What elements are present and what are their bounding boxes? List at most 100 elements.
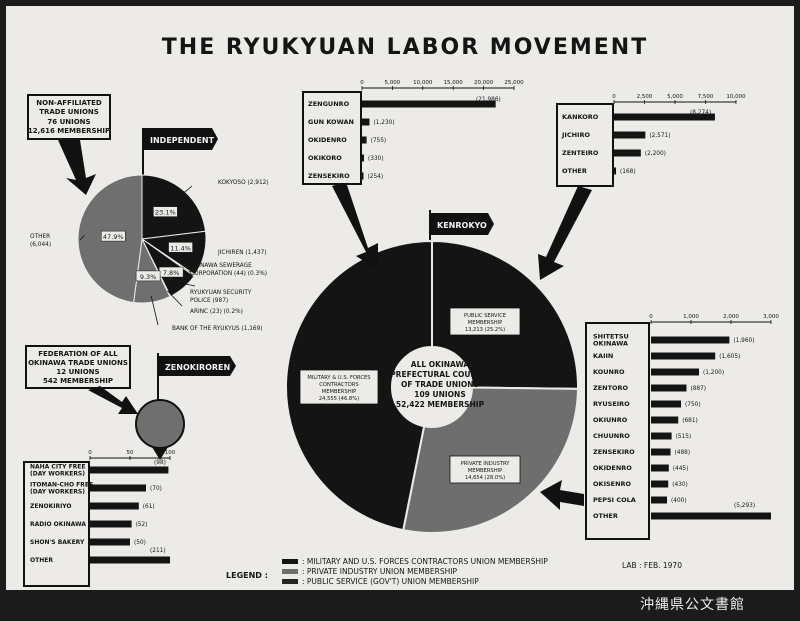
public-bar-bar-zenteiro [614,149,641,157]
military-bar-bar-okidenro [362,136,367,144]
independent-label-kokyoso: KOKYOSO (2,912) [218,180,269,186]
private-bar-category-kounro: KOUNRO [593,368,625,376]
zenokiroren-bar-category-itoman-cho-free-day-workers: (DAY WORKERS) [30,489,85,496]
zenokiroren-bar-value-shon-s-bakery: (50) [134,540,146,546]
kenrokyo-label-public-service-membership-1: MEMBERSHIP [468,320,503,326]
independent-pct-box-bank-of-the-ryukyus [135,270,161,282]
kenrokyo-label-private-industry-membership-1: MEMBERSHIP [468,468,503,474]
independent-callout: NON-AFFILIATED TRADE UNIONS 76 UNIONS 12… [27,94,111,140]
military-bar-value-zensekiro: (254) [368,174,384,180]
private-bar-category-kaiin: KAIIN [593,352,613,360]
independent-label-okinawa-sewerage-corporation: OKINAWA SEWERAGE [190,263,252,269]
private-bar-bar-okiunro [651,416,679,424]
kenrokyo-label-box-private-industry-membership [449,455,521,484]
zenokiroren-bar-value-zenokiriyo: (61) [143,504,155,510]
independent-pct-ryukyuan-security-police: 7.8% [163,269,180,277]
independent-leader-jichiren [197,239,206,253]
military-bar-bar-zensekiro [362,172,364,180]
public-bar-value-jichiro: (2,571) [649,133,670,139]
zenokiroren-bar-bar-naha-city-free-day-workers [90,466,169,474]
public-bar-category-other: OTHER [562,167,587,175]
independent-pct-other: 47.9% [103,233,124,241]
independent-pct-box-kokyoso [153,206,178,217]
zenokiroren-bar-tick-label: 100 [165,450,176,456]
kenrokyo-value-military-u-s-forces-contractors-membership: 24,555 (46.8%) [319,396,359,402]
private-bar-bar-zensekiro [651,448,671,456]
private-bar-bar-chuunro [651,432,672,440]
zenokiroren-bar-bar-shon-s-bakery [90,538,130,546]
independent-leader-kokyoso [179,185,193,197]
private-bar-bar-shitetsu-okinawa [651,336,730,344]
private-arrow [540,480,584,510]
public-bar-value-kankoro: (8,274) [690,110,711,116]
private-bar-value-chuunro: (515) [676,434,692,440]
independent-callout-line-4: 12,616 MEMBERSHIP [28,127,110,135]
independent-flag: INDEPENDENT [142,128,218,176]
legend-swatch-public [282,579,298,584]
independent-callout-line-2: TRADE UNIONS [39,108,99,116]
zenokiroren-callout-line-2: OKINAWA TRADE UNIONS [28,359,128,367]
private-bar-bar-kaiin [651,352,716,360]
private-bar-category-okiunro: OKIUNRO [593,416,628,424]
military-bar-value-gun-kowan: (1,230) [373,120,394,126]
zenokiroren-callout-line-1: FEDERATION OF ALL [38,350,118,358]
military-bar-tick-label: 25,000 [504,80,524,86]
kenrokyo-value-private-industry-membership: 14,654 (28.0%) [465,475,505,481]
private-bar-value-shitetsu-okinawa: (1,960) [733,338,754,344]
legend-label-private: : PRIVATE INDUSTRY UNION MEMBERSHIP [302,567,457,576]
kenrokyo-center-text: ALL OKINAWA PREFECTURAL COUNCIL OF TRADE… [390,360,490,409]
independent-leader-bank-of-the-ryukyus [150,295,159,326]
military-bar-tick-label: 20,000 [474,80,494,86]
independent-pct-jichiren: 11.4% [170,244,191,252]
independent-arrow [58,140,96,195]
private-bar-category-shitetsu-okinawa: OKINAWA [593,340,628,348]
private-bar-bar-zentoro [651,384,687,392]
legend-title: LEGEND : [226,571,268,580]
private-bar-bar-okidenro [651,464,669,472]
military-bar-tick-label: 5,000 [385,80,401,86]
private-bar-category-pepsi-cola: PEPSI COLA [593,496,636,504]
page-title: THE RYUKYUAN LABOR MOVEMENT [162,35,648,60]
independent-pct-kokyoso: 23.1% [155,209,176,217]
private-bar-tick-label: 1,000 [683,314,699,320]
independent-leader-okinawa-sewerage-corporation [189,261,201,273]
kenrokyo-donut-hole [392,347,472,427]
legend: LEGEND : : MILITARY AND U.S. FORCES CONT… [226,557,548,586]
independent-pct-bank-of-the-ryukyus: 9.3% [140,273,157,281]
public-bar-bar-jichiro [614,131,646,139]
independent-label-arinc: ARINC (23) (0.2%) [190,309,243,315]
military-bar-value-zengunro: (21,986) [476,97,501,103]
legend-label-public: : PUBLIC SERVICE (GOV'T) UNION MEMBERSHI… [302,577,479,586]
zenokiroren-bar-value-naha-city-free-day-workers: (98) [154,460,166,466]
private-bar-bar-other [651,512,771,520]
zenokiroren-bar-category-itoman-cho-free-day-workers: ITOMAN-CHO FREE [30,482,93,489]
private-bar-tick-label: 0 [649,314,653,320]
military-bar-value-okidenro: (755) [371,138,387,144]
independent-label-other: OTHER [30,234,50,240]
kenrokyo-center-line-4: 109 UNIONS [414,390,465,399]
independent-pie: 23.1%11.4%7.8%9.3%47.9%KOKYOSO (2,912)JI… [30,174,269,332]
kenrokyo-label-private-industry-membership-0: PRIVATE INDUSTRY [461,461,511,467]
zenokiroren-bar-category-zenokiriyo: ZENOKIRIYO [30,503,72,510]
archive-mark: 沖縄県公文書館 [640,597,745,613]
military-bar-tick-label: 0 [360,80,364,86]
independent-pct-box-jichiren [168,242,193,253]
independent-callout-line-1: NON-AFFILIATED [36,99,102,107]
zenokiroren-bar-bar-radio-okinawa [90,520,132,528]
independent-leader-arinc [167,290,183,307]
legend-swatch-military [282,559,298,564]
public-arrow [538,186,592,280]
military-bar-category-gun-kowan: GUN KOWAN [308,118,354,126]
zenokiroren-flag-label: ZENOKIROREN [165,363,230,372]
private-bar-category-zensekiro: ZENSEKIRO [593,448,635,456]
private-bar-value-other: (5,293) [734,503,755,509]
zenokiroren-bar-category-naha-city-free-day-workers: NAHA CITY FREE [30,464,86,471]
kenrokyo-center-line-2: PREFECTURAL COUNCIL [390,370,490,379]
kenrokyo-label-box-military-u-s-forces-contractors-membership [299,369,379,405]
independent-value-ryukyuan-security-police: POLICE (987) [190,298,228,304]
military-bar-category-okikoro: OKIKORO [308,154,342,162]
independent-flag-label: INDEPENDENT [150,136,215,145]
independent-pct-box-other [101,230,126,242]
kenrokyo-center-line-5: 52,422 MEMBERSHIP [396,400,485,409]
